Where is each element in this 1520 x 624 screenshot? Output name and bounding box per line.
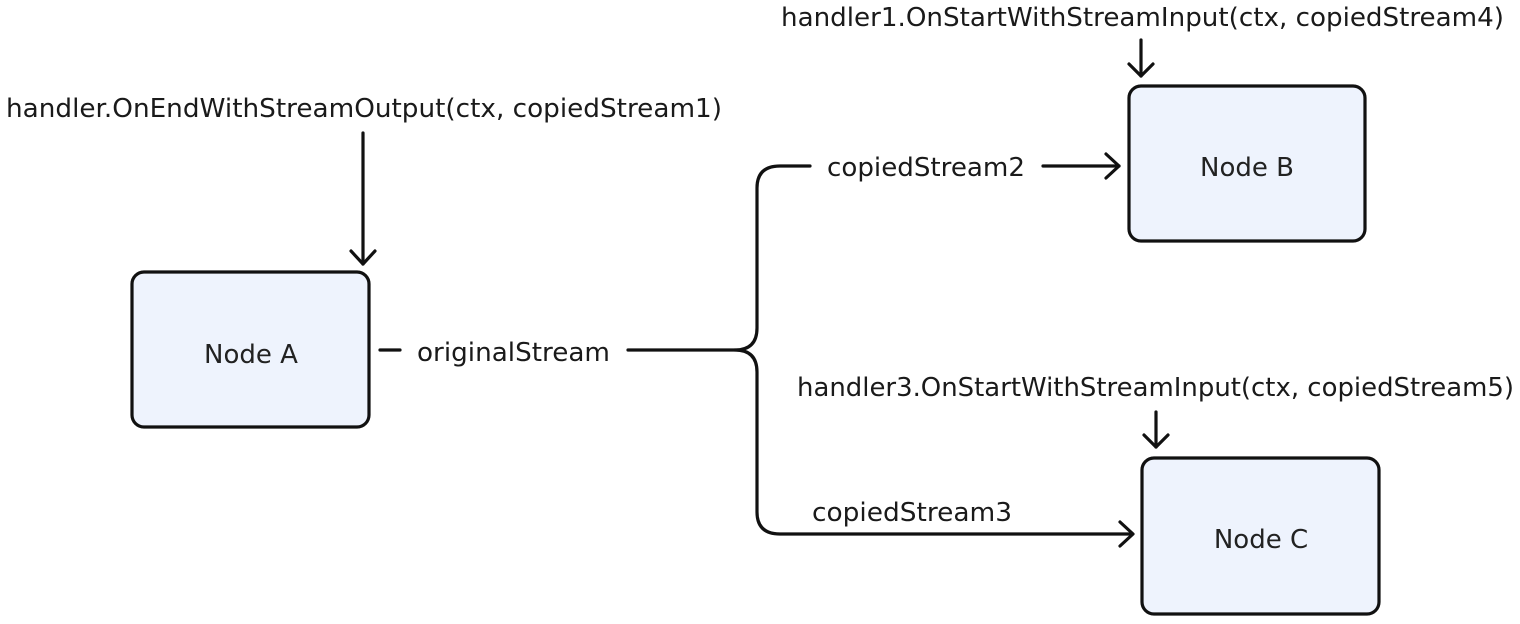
- copied-stream-3-arrowhead: [1118, 520, 1135, 548]
- copied-stream-3-label: copiedStream3: [812, 498, 1012, 528]
- callback-arrow-c: [1142, 410, 1170, 449]
- start-callback-label-c: handler3.OnStartWithStreamInput(ctx, cop…: [797, 373, 1514, 403]
- node-c[interactable]: Node C: [1140, 456, 1381, 616]
- node-c-label: Node C: [1214, 525, 1308, 555]
- copied-stream-2-arrow: [1041, 152, 1121, 180]
- branch-connector: [733, 164, 1133, 536]
- node-b-label: Node B: [1200, 153, 1294, 183]
- node-a-label: Node A: [204, 340, 298, 370]
- node-b[interactable]: Node B: [1127, 84, 1367, 243]
- start-callback-label-b: handler1.OnStartWithStreamInput(ctx, cop…: [781, 3, 1504, 33]
- callback-arrow-a: [349, 131, 377, 266]
- end-callback-label-a: handler.OnEndWithStreamOutput(ctx, copie…: [6, 94, 722, 124]
- node-c-box: [1140, 456, 1381, 616]
- node-a-box: [130, 270, 371, 429]
- callback-arrow-b: [1127, 38, 1155, 78]
- original-stream-label: originalStream: [417, 338, 610, 368]
- node-b-box: [1127, 84, 1367, 243]
- node-a[interactable]: Node A: [130, 270, 371, 429]
- copied-stream-2-label: copiedStream2: [827, 153, 1025, 183]
